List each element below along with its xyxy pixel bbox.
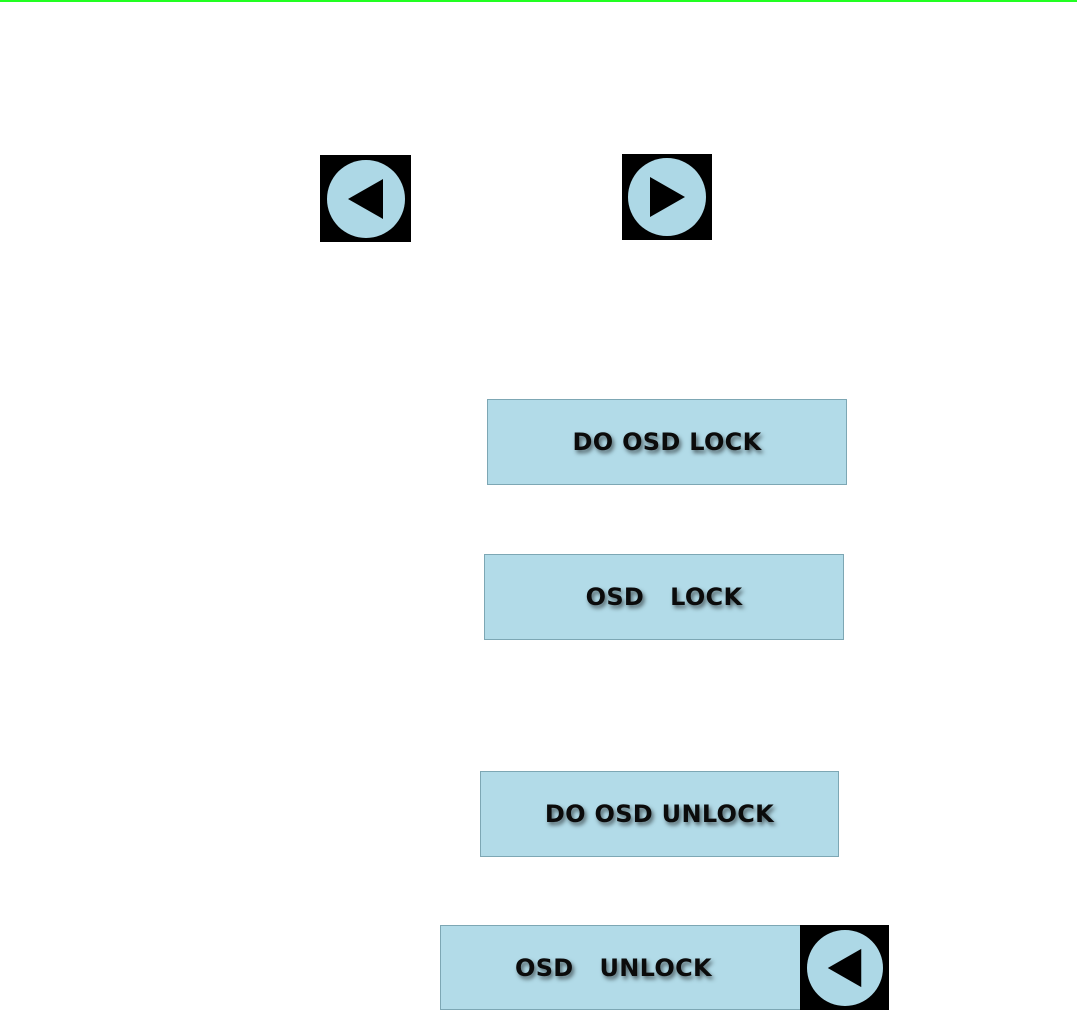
do-osd-lock-button[interactable]: DO OSD LOCK: [487, 399, 847, 485]
next-button[interactable]: [622, 154, 712, 240]
osd-unlock-button[interactable]: OSD UNLOCK: [440, 925, 802, 1010]
back-button[interactable]: [800, 925, 889, 1010]
do-osd-unlock-button[interactable]: DO OSD UNLOCK: [480, 771, 839, 857]
left-arrow-icon: [327, 160, 405, 238]
previous-button[interactable]: [320, 155, 411, 242]
do-osd-unlock-label: DO OSD UNLOCK: [545, 800, 774, 828]
osd-lock-label: OSD LOCK: [586, 583, 743, 611]
do-osd-lock-label: DO OSD LOCK: [573, 428, 762, 456]
osd-lock-button[interactable]: OSD LOCK: [484, 554, 844, 640]
top-divider-line: [0, 0, 1077, 2]
left-arrow-icon: [807, 930, 883, 1006]
osd-unlock-label: OSD UNLOCK: [515, 954, 712, 982]
right-arrow-icon: [628, 158, 706, 236]
